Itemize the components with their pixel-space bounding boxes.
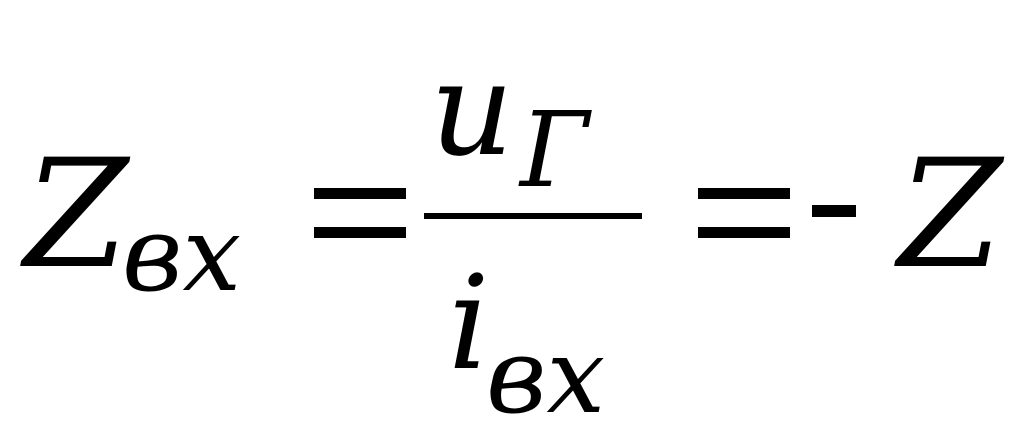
fraction-bar: [424, 213, 642, 219]
lhs-symbol: Z: [24, 128, 129, 302]
equals-sign-2-bottom: [698, 227, 790, 238]
numerator-symbol: u: [430, 33, 514, 185]
rhs-symbol: Z: [898, 128, 1003, 302]
minus-sign: [812, 205, 856, 217]
denominator-symbol: i: [448, 247, 490, 399]
equals-sign-1-text: =: [314, 140, 315, 141]
numerator-subscript: Г: [520, 89, 589, 211]
equals-sign-1-bottom: [314, 227, 406, 238]
equals-sign-2-text: =: [698, 140, 699, 141]
equals-sign-2-top: [698, 188, 790, 199]
denominator-subscript: вх: [486, 315, 606, 437]
equals-sign-1-top: [314, 188, 406, 199]
lhs-subscript: вх: [122, 193, 242, 315]
